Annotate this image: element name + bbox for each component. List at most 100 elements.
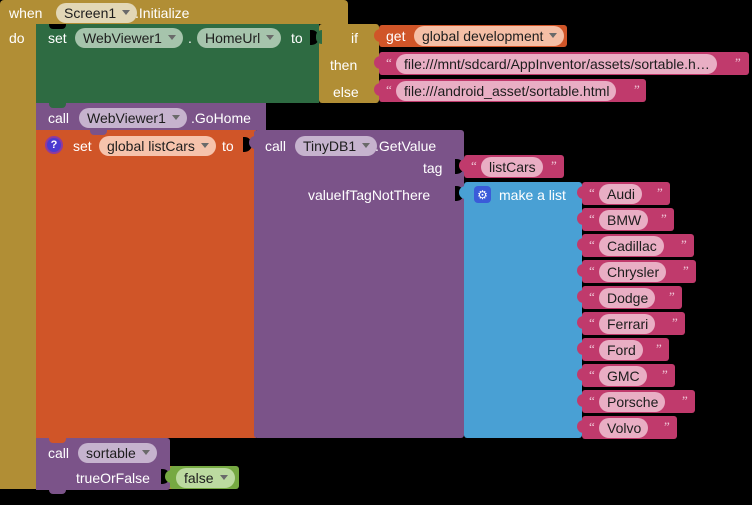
statement-notch bbox=[90, 130, 107, 135]
close-quote-icon: ” bbox=[683, 263, 689, 278]
tag-text-label: listCars bbox=[489, 158, 536, 175]
tag-text-value[interactable]: listCars bbox=[481, 157, 543, 177]
chevron-down-icon bbox=[141, 450, 150, 455]
set-label: set bbox=[48, 30, 67, 46]
item-plug-icon bbox=[577, 394, 584, 407]
to-label: to bbox=[291, 30, 303, 46]
open-quote-icon: “ bbox=[386, 82, 392, 97]
open-quote-icon: “ bbox=[589, 315, 595, 330]
when-label: when bbox=[9, 5, 43, 21]
gohome-component-label: WebViewer1 bbox=[87, 109, 166, 126]
list-item-label: BMW bbox=[607, 211, 642, 228]
close-quote-icon: ” bbox=[662, 367, 668, 382]
list-item-value[interactable]: Chrysler bbox=[599, 262, 667, 282]
item-plug-icon bbox=[577, 290, 584, 303]
set-component-label: WebViewer1 bbox=[83, 29, 162, 46]
item-plug-icon bbox=[577, 342, 584, 355]
make-a-list-label: make a list bbox=[499, 187, 566, 203]
list-item-value[interactable]: Audi bbox=[599, 184, 643, 204]
list-item-value[interactable]: Dodge bbox=[599, 288, 656, 308]
sortable-call-label: call bbox=[48, 445, 70, 461]
list-item-label: Porsche bbox=[607, 393, 659, 410]
gohome-method-label: .GoHome bbox=[191, 110, 251, 126]
open-quote-icon: “ bbox=[589, 341, 595, 356]
listcars-value-socket[interactable] bbox=[243, 137, 252, 152]
sortable-procedure-dropdown[interactable]: sortable bbox=[78, 443, 157, 463]
list-item-value[interactable]: BMW bbox=[599, 210, 649, 230]
list-item-value[interactable]: Cadillac bbox=[599, 236, 664, 256]
close-quote-icon: ” bbox=[656, 341, 662, 356]
value-if-tag-not-there-label: valueIfTagNotThere bbox=[308, 187, 431, 203]
gohome-component-dropdown[interactable]: WebViewer1 bbox=[79, 108, 187, 128]
set-property-dropdown[interactable]: HomeUrl bbox=[197, 28, 282, 48]
open-quote-icon: “ bbox=[589, 237, 595, 252]
list-item-value[interactable]: Ford bbox=[599, 340, 643, 360]
homeurl-value-socket[interactable] bbox=[310, 30, 319, 45]
open-quote-icon: “ bbox=[386, 55, 392, 70]
chevron-down-icon bbox=[549, 33, 558, 38]
close-quote-icon: ” bbox=[669, 289, 675, 304]
else-text-label: file:///android_asset/sortable.html bbox=[404, 82, 610, 99]
tinydb-component-dropdown[interactable]: TinyDB1 bbox=[295, 136, 378, 156]
tinydb-plug-icon bbox=[249, 136, 256, 149]
bottom-bump bbox=[49, 489, 66, 494]
logic-false-label: false bbox=[184, 469, 214, 486]
get-plug-icon bbox=[374, 29, 381, 42]
then-text-value[interactable]: file:///mnt/sdcard/AppInventor/assets/so… bbox=[396, 54, 717, 74]
event-block-body bbox=[0, 24, 36, 489]
list-item-value[interactable]: GMC bbox=[599, 366, 647, 386]
close-quote-icon: ” bbox=[682, 393, 688, 408]
global-variable-dropdown[interactable]: global listCars bbox=[99, 136, 216, 156]
chevron-down-icon bbox=[171, 115, 180, 120]
logic-false-dropdown[interactable]: false bbox=[176, 468, 235, 488]
if-then-else-block[interactable] bbox=[319, 24, 379, 103]
set-global-to-label: to bbox=[222, 138, 234, 154]
else-text-value[interactable]: file:///android_asset/sortable.html bbox=[396, 81, 617, 101]
tinydb-method-label: .GetValue bbox=[375, 138, 437, 154]
make-a-list-block[interactable] bbox=[464, 182, 582, 438]
tinydb-call-label: call bbox=[265, 138, 287, 154]
gear-icon[interactable]: ⚙ bbox=[474, 186, 491, 203]
tinydb-component-label: TinyDB1 bbox=[303, 137, 357, 154]
open-quote-icon: “ bbox=[589, 263, 595, 278]
else-plug-icon bbox=[374, 83, 381, 96]
false-plug-icon bbox=[165, 470, 172, 483]
item-plug-icon bbox=[577, 264, 584, 277]
set-component-dropdown[interactable]: WebViewer1 bbox=[75, 28, 183, 48]
close-quote-icon: ” bbox=[735, 55, 741, 70]
question-icon[interactable]: ? bbox=[45, 136, 63, 154]
then-text-label: file:///mnt/sdcard/AppInventor/assets/so… bbox=[404, 55, 710, 72]
dot-separator: . bbox=[188, 30, 192, 46]
do-label: do bbox=[9, 30, 25, 46]
chevron-down-icon bbox=[200, 143, 209, 148]
statement-notch bbox=[49, 24, 66, 29]
item-plug-icon bbox=[577, 238, 584, 251]
item-plug-icon bbox=[577, 212, 584, 225]
close-quote-icon: ” bbox=[634, 82, 640, 97]
set-global-listcars-block[interactable] bbox=[36, 130, 256, 438]
list-item-value[interactable]: Ferrari bbox=[599, 314, 656, 334]
close-quote-icon: ” bbox=[551, 158, 557, 173]
close-quote-icon: ” bbox=[672, 315, 678, 330]
event-name-label: .Initialize bbox=[135, 5, 190, 21]
get-variable-label: global development bbox=[422, 27, 544, 44]
get-label: get bbox=[386, 28, 406, 44]
list-item-value[interactable]: Porsche bbox=[599, 392, 666, 412]
open-quote-icon: “ bbox=[589, 289, 595, 304]
tag-plug-icon bbox=[459, 159, 466, 172]
open-quote-icon: “ bbox=[589, 393, 595, 408]
call-label: call bbox=[48, 110, 70, 126]
get-variable-dropdown[interactable]: global development bbox=[414, 26, 565, 46]
chevron-down-icon bbox=[122, 10, 131, 15]
list-item-value[interactable]: Volvo bbox=[599, 418, 649, 438]
set-global-label: set bbox=[73, 138, 92, 154]
else-label: else bbox=[333, 84, 359, 100]
event-component-dropdown[interactable]: Screen1 bbox=[56, 3, 138, 23]
call-tinydb-getvalue-block[interactable] bbox=[254, 130, 464, 438]
close-quote-icon: ” bbox=[681, 237, 687, 252]
then-plug-icon bbox=[374, 56, 381, 69]
makealist-plug-icon bbox=[459, 186, 466, 199]
close-quote-icon: ” bbox=[657, 185, 663, 200]
trueorfalse-label: trueOrFalse bbox=[76, 470, 150, 486]
